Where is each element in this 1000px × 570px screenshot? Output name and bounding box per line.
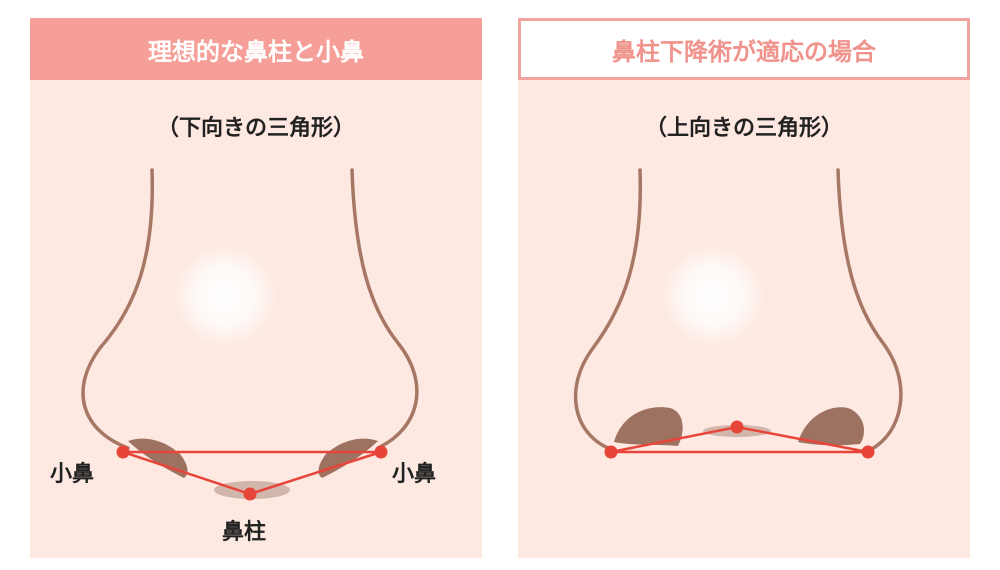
ideal-nose-panel: 理想的な鼻柱と小鼻 （下向きの三角形） 小鼻 小鼻 鼻柱 [30,18,482,558]
nose-highlight [173,244,277,348]
left-nostril [128,438,188,478]
alar-left-label: 小鼻 [50,462,95,487]
alar-left-marker [604,445,618,459]
nose-outline-left [81,168,155,450]
downward-triangle [122,450,382,496]
upward-triangle [610,425,869,454]
panel-header: 鼻柱下降術が適応の場合 [518,18,970,80]
right-nostril [318,438,378,478]
left-nostril [614,407,683,446]
columella-lowering-panel: 鼻柱下降術が適応の場合 （上向きの三角形） [518,18,970,558]
alar-right-label: 小鼻 [392,462,437,487]
alar-right-marker [861,445,875,459]
alar-right-marker [374,445,388,459]
nose-illustration [81,168,419,501]
right-nostril [798,407,864,446]
columella-label: 鼻柱 [222,520,267,545]
nose-highlight [661,244,765,348]
panel-header: 理想的な鼻柱と小鼻 [30,18,482,80]
nose-outline-left [573,168,643,452]
nose-outline-right [350,168,419,450]
columella-marker [730,420,744,434]
panel-subtitle: （上向きの三角形） [644,116,843,141]
alar-left-marker [116,445,130,459]
columella-marker [243,487,257,501]
nose-illustration [573,168,903,459]
panel-subtitle: （下向きの三角形） [156,116,355,141]
nose-outline-right [836,168,903,452]
